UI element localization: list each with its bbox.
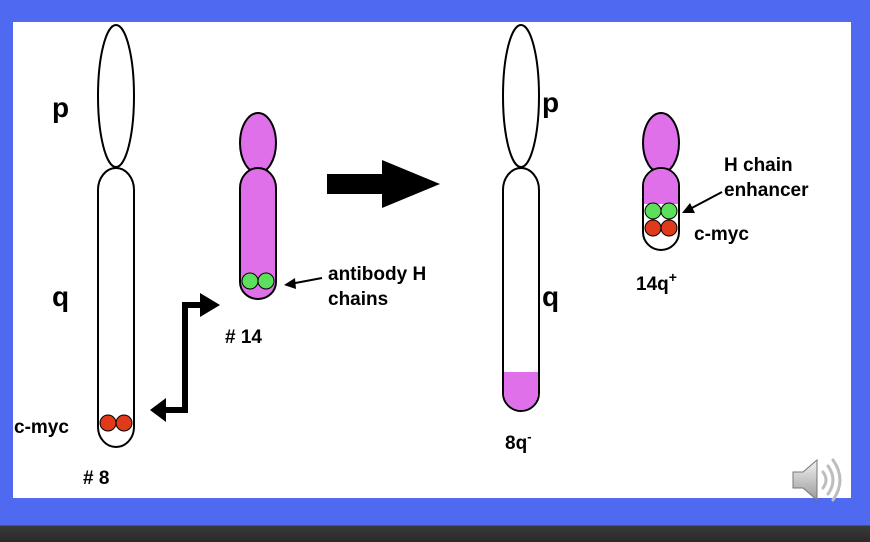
der14-cmyc-locus (661, 220, 677, 236)
chr8-q-arm (98, 168, 134, 447)
der14-cmyc-locus (645, 220, 661, 236)
bottom-toolbar (0, 525, 870, 542)
der14-enhancer-locus (661, 203, 677, 219)
chr14-antibody-locus (242, 273, 258, 289)
der8-translocated-segment (504, 372, 538, 410)
translocation-diagram: p q c-myc # 8 antibody H chains # 14 (13, 22, 851, 498)
derivative-chromosome-8: p q 8q- (503, 25, 559, 454)
chr8-cmyc-locus (116, 415, 132, 431)
chr8-p-arm (98, 25, 134, 167)
chr8-cmyc-label: c-myc (14, 417, 69, 438)
chr8-q-label: q (52, 281, 69, 312)
der8-q-label: q (542, 281, 559, 312)
chr8-cmyc-locus (100, 415, 116, 431)
right-arrow-icon (327, 160, 440, 208)
der8-name-label: 8q- (505, 429, 532, 454)
der8-p-label: p (542, 87, 559, 118)
exchange-arrow-icon (150, 293, 220, 422)
der14-q-arm-pink (644, 169, 678, 204)
antibody-label-line1: antibody H (328, 264, 426, 285)
der8-p-arm (503, 25, 539, 167)
derivative-chromosome-14: H chain enhancer c-myc 14q+ (636, 113, 809, 295)
enhancer-label-line2: enhancer (724, 180, 809, 201)
enhancer-label-line1: H chain (724, 155, 793, 176)
speaker-icon[interactable] (787, 452, 847, 508)
chr14-number-label: # 14 (225, 327, 262, 348)
chromosome-14: antibody H chains # 14 (225, 113, 426, 348)
diagram-panel: p q c-myc # 8 antibody H chains # 14 (13, 22, 851, 498)
der14-enhancer-locus (645, 203, 661, 219)
der14-cmyc-label: c-myc (694, 224, 749, 245)
chromosome-8: p q c-myc # 8 (14, 25, 134, 489)
antibody-pointer-head (284, 278, 296, 289)
chr14-antibody-locus (258, 273, 274, 289)
enhancer-pointer (688, 192, 722, 210)
chr8-number-label: # 8 (83, 468, 109, 489)
chr14-p-arm (240, 113, 276, 173)
der14-name-label: 14q+ (636, 269, 677, 295)
antibody-label-line2: chains (328, 289, 388, 310)
chr8-p-label: p (52, 92, 69, 123)
der14-p-arm (643, 113, 679, 173)
